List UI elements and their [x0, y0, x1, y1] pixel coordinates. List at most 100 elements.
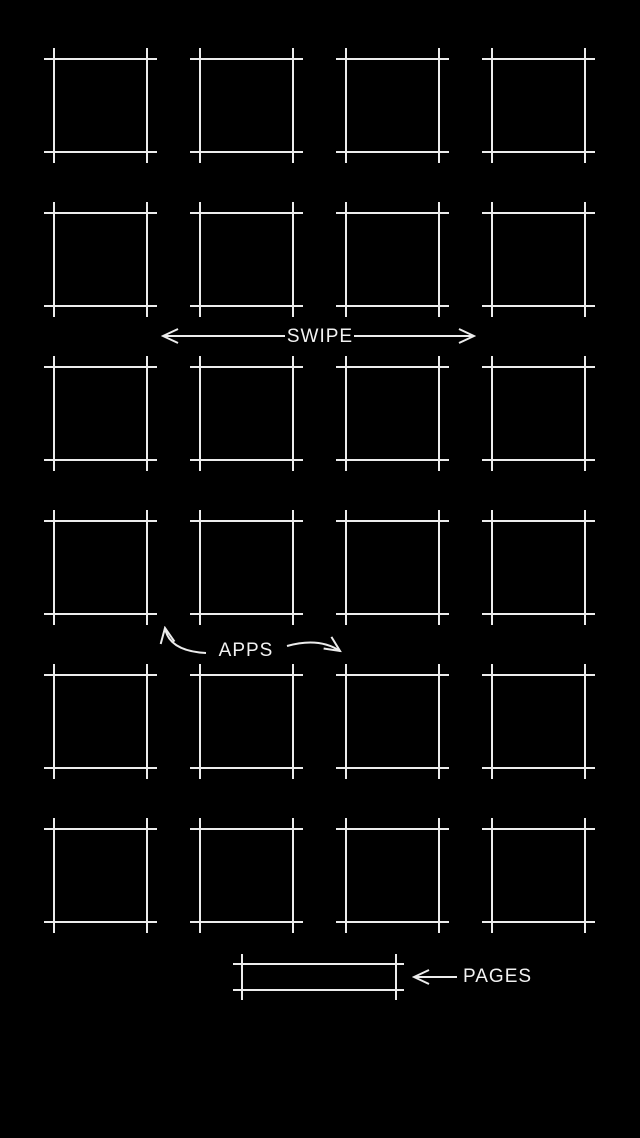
slot-edge-top: [190, 828, 303, 830]
app-slot: [482, 510, 595, 625]
slot-edge-left: [491, 356, 493, 471]
slot-edge-bottom: [336, 459, 449, 461]
slot-edge-top: [336, 520, 449, 522]
slot-edge-left: [491, 202, 493, 317]
slot-edge-top: [482, 212, 595, 214]
slot-edge-bottom: [482, 459, 595, 461]
box-edge-top: [233, 963, 404, 965]
slot-edge-bottom: [190, 151, 303, 153]
slot-edge-left: [345, 356, 347, 471]
slot-edge-bottom: [336, 305, 449, 307]
slot-edge-left: [345, 48, 347, 163]
slot-edge-top: [44, 520, 157, 522]
app-slot: [190, 510, 303, 625]
slot-edge-right: [292, 818, 294, 933]
slot-edge-top: [190, 58, 303, 60]
app-slot: [44, 48, 157, 163]
slot-edge-left: [199, 818, 201, 933]
slot-edge-right: [146, 202, 148, 317]
slot-edge-left: [199, 664, 201, 779]
slot-edge-left: [199, 356, 201, 471]
slot-edge-right: [292, 202, 294, 317]
slot-edge-bottom: [482, 613, 595, 615]
slot-edge-top: [482, 520, 595, 522]
app-slot: [336, 818, 449, 933]
slot-edge-bottom: [190, 613, 303, 615]
app-slot: [336, 202, 449, 317]
slot-edge-left: [491, 818, 493, 933]
slot-edge-left: [199, 510, 201, 625]
slot-edge-top: [482, 674, 595, 676]
slot-edge-left: [53, 818, 55, 933]
slot-edge-right: [292, 510, 294, 625]
app-grid: [44, 48, 595, 933]
slot-edge-bottom: [190, 459, 303, 461]
slot-edge-bottom: [482, 921, 595, 923]
slot-edge-top: [190, 674, 303, 676]
slot-edge-right: [292, 48, 294, 163]
app-slot: [44, 818, 157, 933]
app-slot: [482, 664, 595, 779]
slot-edge-left: [491, 664, 493, 779]
slot-edge-bottom: [482, 305, 595, 307]
slot-edge-top: [482, 366, 595, 368]
app-slot: [44, 510, 157, 625]
slot-edge-right: [584, 202, 586, 317]
slot-edge-bottom: [190, 305, 303, 307]
slot-edge-right: [146, 510, 148, 625]
app-slot: [44, 664, 157, 779]
slot-edge-left: [491, 510, 493, 625]
slot-edge-right: [438, 48, 440, 163]
slot-edge-top: [190, 520, 303, 522]
slot-edge-right: [146, 48, 148, 163]
slot-edge-right: [146, 664, 148, 779]
slot-edge-top: [336, 212, 449, 214]
slot-edge-left: [53, 356, 55, 471]
slot-edge-right: [584, 356, 586, 471]
slot-edge-right: [584, 818, 586, 933]
app-slot: [190, 48, 303, 163]
box-edge-left: [241, 954, 243, 1000]
slot-edge-right: [584, 48, 586, 163]
app-slot: [190, 664, 303, 779]
slot-edge-bottom: [190, 767, 303, 769]
slot-edge-right: [146, 356, 148, 471]
box-edge-right: [395, 954, 397, 1000]
slot-edge-right: [292, 356, 294, 471]
slot-edge-right: [584, 510, 586, 625]
app-slot: [44, 356, 157, 471]
app-slot: [482, 818, 595, 933]
slot-edge-bottom: [44, 305, 157, 307]
slot-edge-left: [491, 48, 493, 163]
slot-edge-right: [438, 510, 440, 625]
slot-edge-bottom: [44, 613, 157, 615]
slot-edge-right: [438, 818, 440, 933]
slot-edge-bottom: [44, 151, 157, 153]
slot-edge-left: [199, 48, 201, 163]
slot-edge-bottom: [482, 767, 595, 769]
slot-edge-right: [438, 356, 440, 471]
app-slot: [482, 356, 595, 471]
apps-label: APPS: [218, 640, 274, 661]
slot-edge-top: [44, 674, 157, 676]
slot-edge-top: [336, 828, 449, 830]
app-slot: [190, 202, 303, 317]
slot-edge-bottom: [336, 767, 449, 769]
slot-edge-left: [53, 202, 55, 317]
slot-edge-bottom: [336, 151, 449, 153]
app-slot: [336, 510, 449, 625]
slot-edge-left: [53, 510, 55, 625]
app-slot: [336, 48, 449, 163]
slot-edge-bottom: [44, 921, 157, 923]
app-slot: [190, 356, 303, 471]
slot-edge-left: [345, 510, 347, 625]
slot-edge-top: [336, 674, 449, 676]
app-slot: [190, 818, 303, 933]
swipe-label: SWIPE: [286, 326, 354, 347]
slot-edge-top: [190, 212, 303, 214]
slot-edge-left: [53, 48, 55, 163]
slot-edge-bottom: [336, 921, 449, 923]
slot-edge-bottom: [44, 767, 157, 769]
slot-edge-top: [336, 58, 449, 60]
